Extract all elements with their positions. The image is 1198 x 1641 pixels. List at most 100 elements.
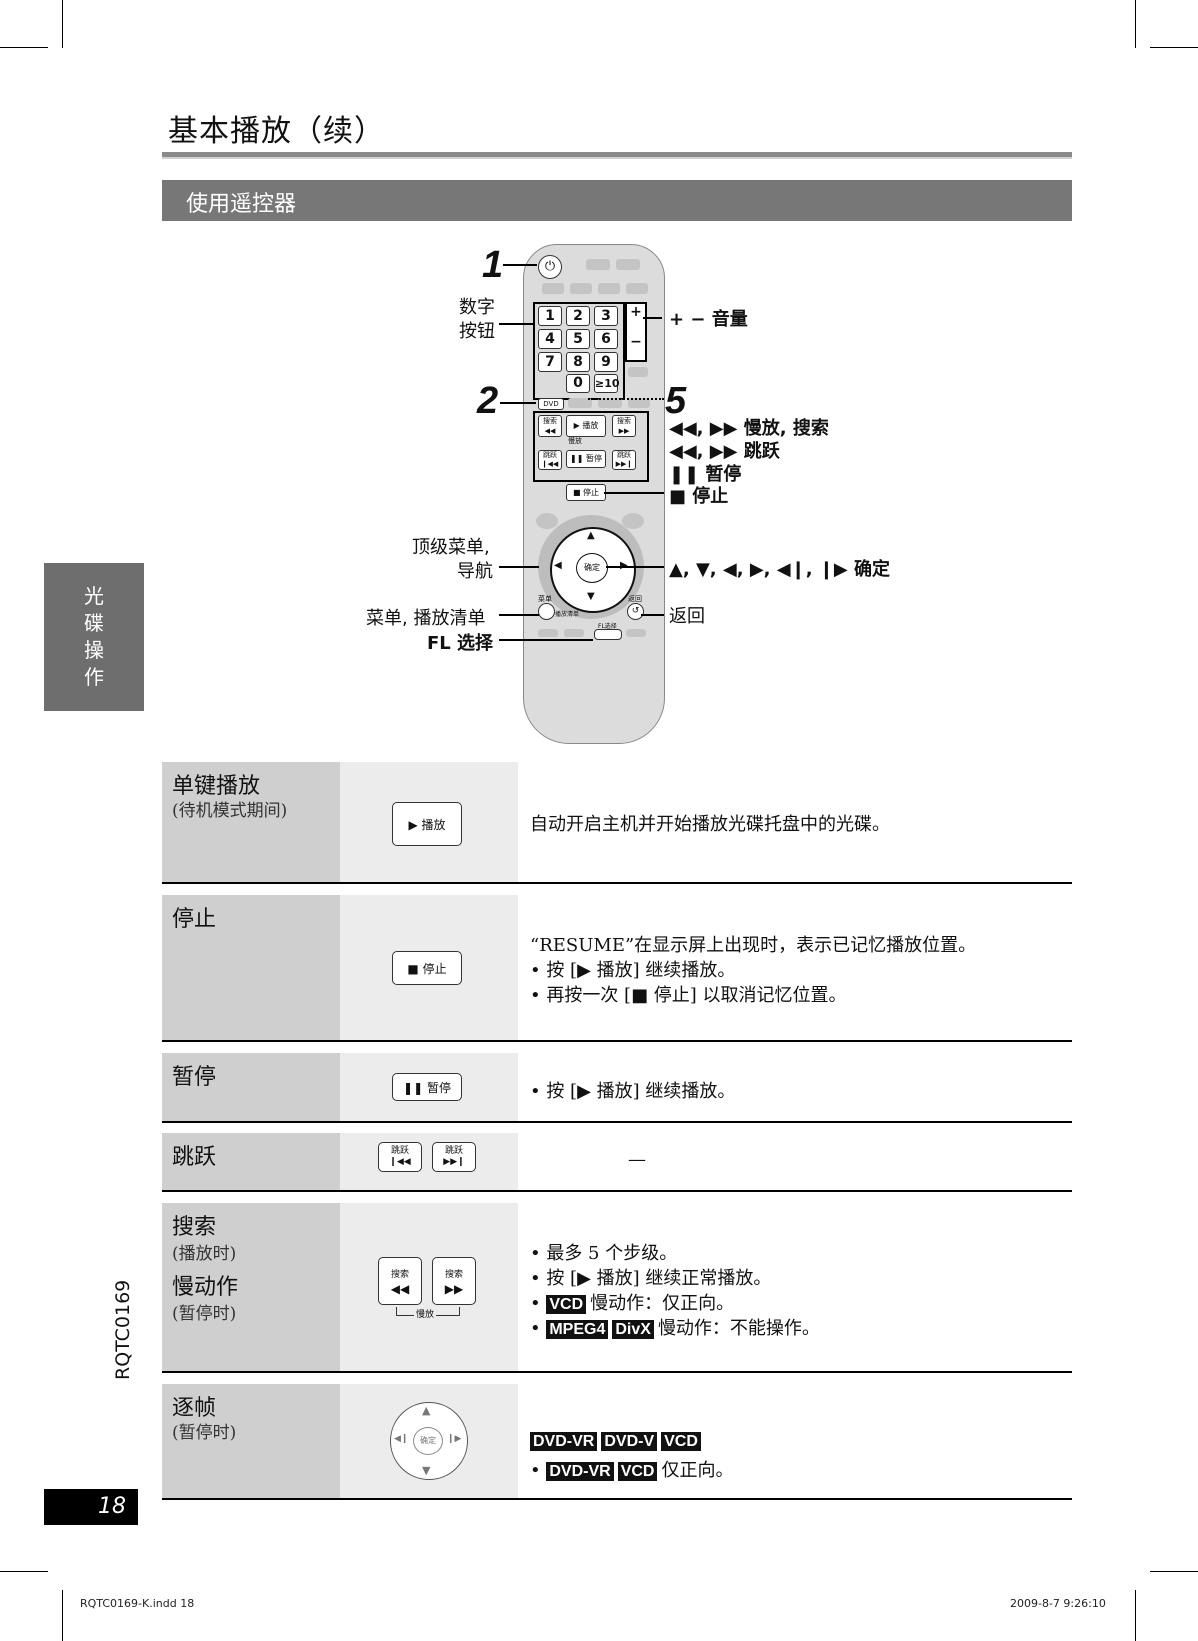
skip-forward-icon: ▶▶❙ (443, 1157, 465, 1167)
remote-key[interactable] (626, 283, 648, 294)
stop-key[interactable]: ■ 停止 (566, 484, 606, 501)
fast-forward-icon: ▶▶ (444, 1281, 464, 1296)
slow-label: 慢放 (568, 437, 582, 445)
digit-3-key[interactable]: 3 (594, 306, 618, 326)
right-arrow-icon[interactable]: ▶ (620, 560, 628, 571)
row-title-cell: 停止 (162, 895, 340, 1040)
up-arrow-icon[interactable]: ▲ (587, 530, 595, 541)
skip-forward-button[interactable]: 跳跃▶▶❙ (432, 1142, 476, 1172)
callout-line (604, 492, 664, 494)
skip-back-button[interactable]: 跳跃❙◀◀ (378, 1142, 422, 1172)
digit-7-key[interactable]: 7 (538, 352, 562, 372)
enter-key[interactable]: 确定 (413, 1427, 443, 1455)
skip-back-key-label: 跳跃 (543, 451, 557, 459)
description-line: • 按 [▶ 播放] 继续播放。 (530, 1081, 736, 1102)
remote-key[interactable] (626, 629, 646, 637)
crop-mark (62, 0, 63, 48)
remote-key[interactable] (536, 513, 558, 529)
skip-label: ◀◀, ▶▶ 跳跃 (669, 441, 780, 462)
remote-key[interactable] (564, 629, 584, 637)
skip-back-button-label: 跳跃 (390, 1146, 409, 1156)
menu-key[interactable] (538, 603, 555, 620)
down-arrow-icon[interactable]: ▼ (587, 591, 595, 602)
digit-1-key[interactable]: 1 (538, 306, 562, 326)
digit-0-key[interactable]: 0 (566, 374, 590, 393)
callout-number-2: 2 (477, 380, 499, 422)
remote-control: ⏻ 1 2 3 4 5 6 7 8 9 0 ≥10 + − DVD 搜索◀◀ ▶… (523, 244, 665, 744)
remote-key[interactable] (598, 398, 622, 408)
top-menu-label: 顶级菜单, (412, 537, 490, 558)
play-button[interactable]: ▶ 播放 (392, 802, 462, 846)
slow-label: 慢放 (414, 1307, 437, 1320)
crop-mark (0, 47, 48, 48)
pause-key[interactable]: ❚❚ 暂停 (566, 450, 606, 468)
digit-6-key[interactable]: 6 (594, 329, 618, 349)
description-line: 自动开启主机并开始播放光碟托盘中的光碟。 (530, 814, 890, 835)
disc-tag: DVD-VR (530, 1432, 598, 1451)
digit-8-key[interactable]: 8 (566, 352, 590, 372)
digit-2-key[interactable]: 2 (566, 306, 590, 326)
disc-tag: VCD (546, 1295, 587, 1314)
description-text: 慢动作：不能操作。 (657, 1318, 820, 1339)
row-title-cell: 逐帧 (暂停时) (162, 1384, 340, 1498)
disc-tag: VCD (617, 1462, 658, 1481)
row-title: 搜索 (172, 1215, 217, 1240)
stop-button[interactable]: ■ 停止 (392, 951, 462, 985)
digit-buttons-label: 按钮 (459, 321, 495, 342)
remote-key[interactable] (586, 259, 610, 270)
description-line: • 最多 5 个步级。 (530, 1243, 678, 1264)
menu-playlist-label: 菜单, 播放清单 (366, 608, 486, 629)
callout-line (500, 402, 536, 404)
remote-key[interactable] (568, 398, 592, 408)
row-button-cell: 跳跃❙◀◀ 跳跃▶▶❙ (340, 1133, 518, 1190)
remote-key[interactable] (616, 259, 640, 270)
side-tab: 光 碟 操 作 (44, 563, 144, 711)
return-key[interactable]: ↺ (627, 603, 644, 620)
table-row: 单键播放 (待机模式期间) ▶ 播放 自动开启主机并开始播放光碟托盘中的光碟。 (162, 762, 1072, 884)
skip-back-key[interactable]: 跳跃❙◀◀ (538, 450, 562, 470)
stop-label: ■ 停止 (669, 486, 729, 507)
pause-button[interactable]: ❚❚ 暂停 (392, 1073, 462, 1101)
section-header: 使用遥控器 (162, 180, 1072, 221)
digit-10plus-key[interactable]: ≥10 (594, 374, 620, 393)
search-forward-key[interactable]: 搜索▶▶ (612, 415, 636, 437)
row-subtitle: (待机模式期间) (172, 801, 288, 821)
callout-line (499, 614, 539, 616)
left-arrow-icon[interactable]: ◀ (554, 560, 562, 571)
play-key[interactable]: ▶ 播放 (566, 415, 606, 437)
digit-4-key[interactable]: 4 (538, 329, 562, 349)
description-text: 慢动作：仅正向。 (590, 1293, 735, 1314)
remote-key[interactable] (542, 283, 564, 294)
remote-key[interactable] (570, 283, 592, 294)
return-callout-label: 返回 (669, 606, 705, 627)
description-line: • 按 [▶ 播放] 继续播放。 (530, 960, 736, 981)
row-subtitle: (暂停时) (172, 1304, 237, 1324)
remote-key[interactable] (628, 398, 650, 408)
search-back-key[interactable]: 搜索◀◀ (538, 415, 562, 437)
side-tab-char: 光 (84, 584, 104, 608)
page-title: 基本播放（续） (168, 114, 385, 149)
skip-forward-key[interactable]: 跳跃▶▶❙ (612, 450, 636, 470)
search-forward-button[interactable]: 搜索▶▶ (432, 1257, 476, 1305)
remote-key[interactable] (622, 513, 644, 529)
search-back-button[interactable]: 搜索◀◀ (378, 1257, 422, 1305)
remote-key[interactable] (538, 629, 558, 637)
fl-select-key[interactable] (594, 629, 622, 640)
dvd-key[interactable]: DVD (538, 398, 564, 410)
digit-5-key[interactable]: 5 (566, 329, 590, 349)
power-button[interactable]: ⏻ (538, 255, 562, 279)
remote-key[interactable] (628, 367, 648, 377)
volume-keys[interactable]: + − (625, 302, 647, 362)
row-description-cell: — (518, 1133, 1072, 1190)
enter-key[interactable]: 确定 (576, 553, 608, 583)
row-title-cell: 单键播放 (待机模式期间) (162, 762, 340, 882)
row-title: 逐帧 (172, 1396, 217, 1421)
digit-9-key[interactable]: 9 (594, 352, 618, 372)
step-back-icon: ◀❙ (394, 1434, 409, 1444)
remote-key[interactable] (598, 283, 620, 294)
